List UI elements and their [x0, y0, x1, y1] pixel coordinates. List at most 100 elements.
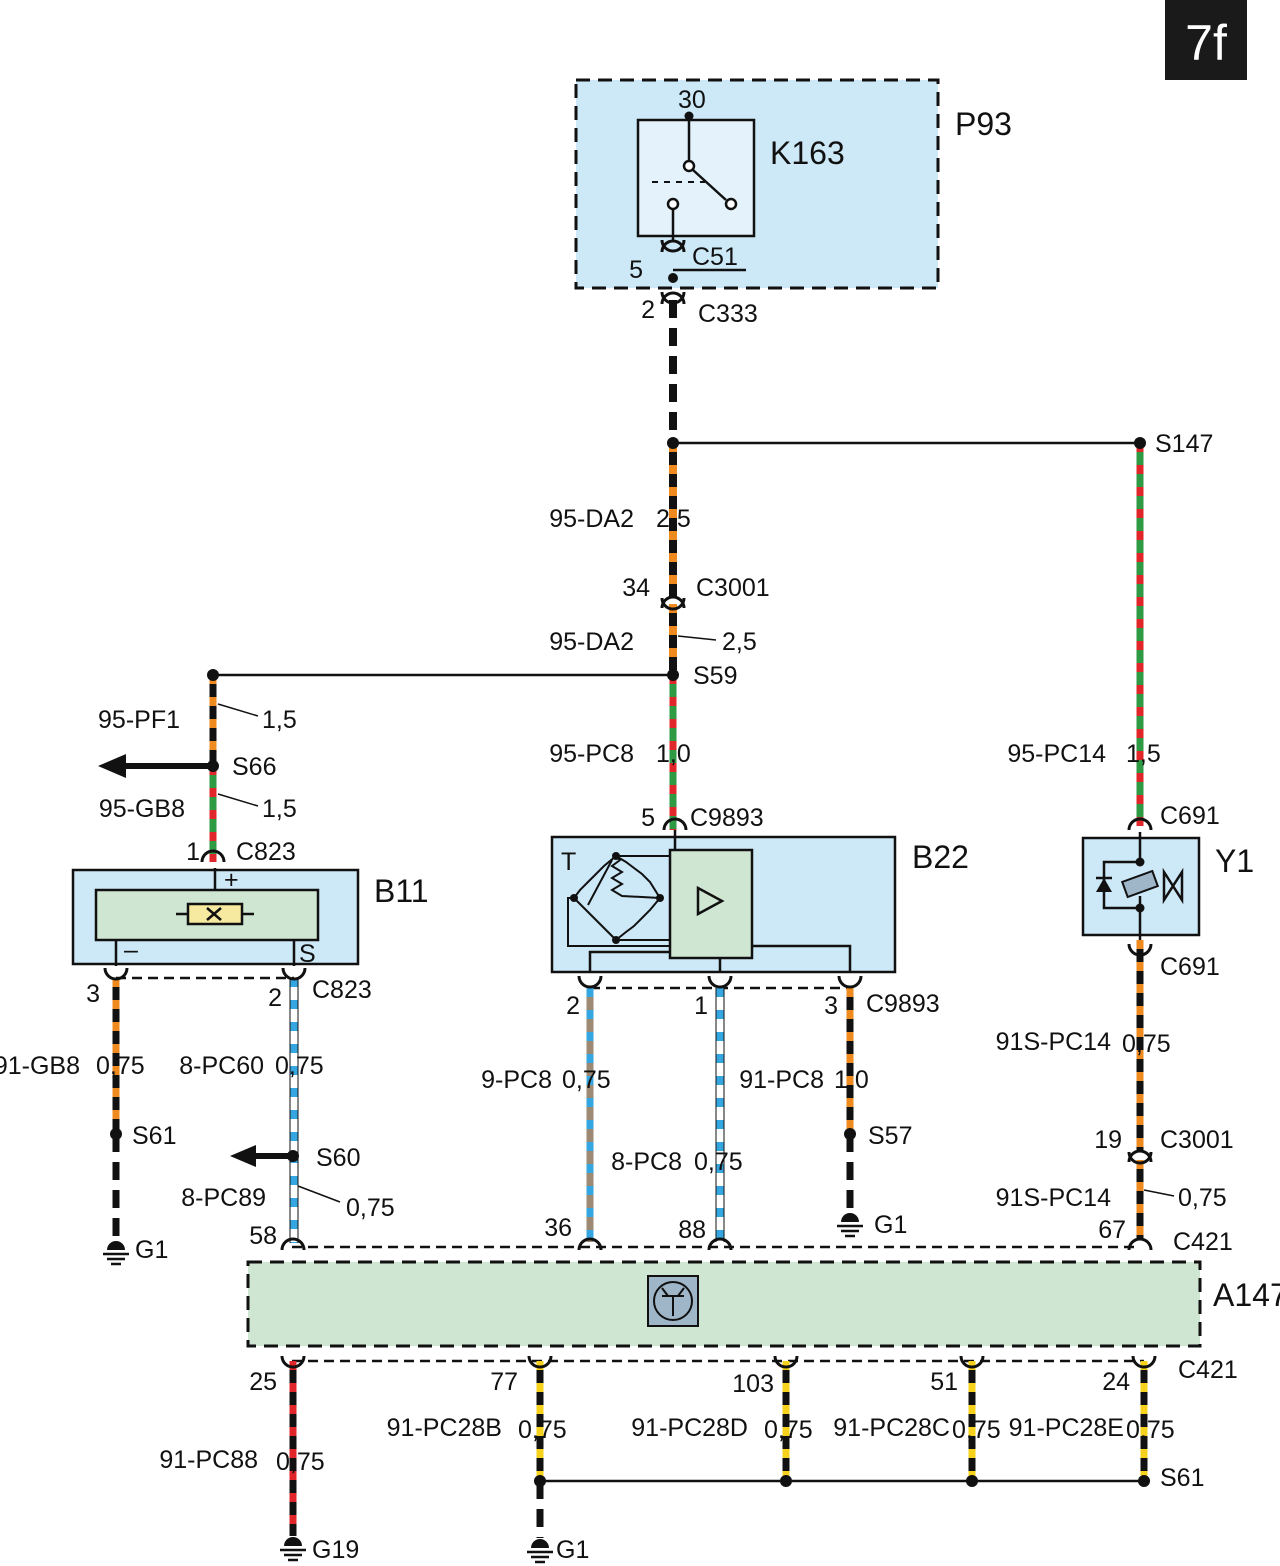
ground-icon-g1-mid: [837, 1213, 863, 1238]
w-9-pc8-size: 0,75: [562, 1066, 611, 1094]
s66-arrow-icon: [98, 754, 213, 778]
c691-bot-label: C691: [1160, 953, 1220, 981]
c421-top-connector-symbol-36: [577, 1237, 603, 1251]
c421-top-pin-88: 88: [678, 1216, 706, 1244]
w-8-pc89-size: 0,75: [346, 1194, 395, 1222]
c421-bot-pin-103: 103: [732, 1370, 774, 1398]
c823-bot-connector-symbol-right: [281, 967, 307, 981]
c823-bot-pin-right: 2: [268, 984, 282, 1012]
g1-left-label: G1: [135, 1236, 168, 1264]
splice-dot-pc28b: [534, 1475, 546, 1487]
c823-bot-label: C823: [312, 976, 372, 1004]
c9893-bot-pin-mid: 1: [694, 992, 708, 1020]
w-91-pc28b-code: 91-PC28B: [387, 1414, 502, 1442]
connector-symbols: [103, 239, 1157, 1369]
s61-bottom-label: S61: [1160, 1464, 1204, 1492]
c333-connector-symbol-lower: [660, 291, 686, 305]
c421-bot-pin-24: 24: [1102, 1368, 1130, 1396]
splice-dot-pc28d: [780, 1475, 792, 1487]
w-95-pc14-code: 95-PC14: [1007, 740, 1106, 768]
c421-bot-label: C421: [1178, 1356, 1238, 1384]
s57-label: S57: [868, 1122, 912, 1150]
c3001-right-connector-symbol-lower: [1127, 1149, 1153, 1163]
c421-bot-pin-25: 25: [249, 1368, 277, 1396]
a147-label: A147: [1213, 1277, 1280, 1313]
b11-plus-label: +: [224, 866, 239, 894]
g1-mid-label: G1: [874, 1211, 907, 1239]
c823-bot-connector-symbol-left: [103, 967, 129, 981]
b22-t-label: T: [561, 848, 576, 876]
w-95-pc14-size: 1,5: [1126, 740, 1161, 768]
c421-bot-connector-symbol-103: [773, 1355, 799, 1369]
ground-icon-g1-left: [103, 1241, 129, 1266]
w-91-pc88-size: 0,75: [276, 1448, 325, 1476]
s60-arrow-icon: [230, 1145, 293, 1167]
c421-top-connector-symbol-58: [280, 1237, 306, 1251]
b11-s-label: S: [299, 940, 316, 968]
c9893-bot-connector-symbol-mid: [707, 975, 733, 989]
c691-bot-connector-symbol: [1127, 943, 1153, 957]
c823-top-connector-symbol: [200, 849, 226, 863]
c9893-top-label: C9893: [690, 804, 764, 832]
a147-transistor-icon: [647, 1275, 699, 1327]
c421-top-pin-36: 36: [544, 1214, 572, 1242]
c421-top-connector-symbol-67: [1127, 1237, 1153, 1251]
w-95-da2-a-size: 2,5: [656, 505, 691, 533]
splice-dot-s59: [667, 669, 679, 681]
c51-connector-symbol: [660, 239, 686, 253]
c9893-bot-label: C9893: [866, 990, 940, 1018]
c421-top-label: C421: [1173, 1228, 1233, 1256]
c51-label: C51: [692, 243, 738, 271]
diode-icon: [1096, 878, 1112, 892]
c421-top-connector-symbol-88: [707, 1237, 733, 1251]
k163-relay: [636, 111, 756, 240]
c9893-top-pin-label: 5: [641, 804, 655, 832]
c421-bot-connector-symbol-24: [1131, 1355, 1157, 1369]
c3001-right-label: C3001: [1160, 1126, 1234, 1154]
k163-pin30-label: 30: [678, 86, 706, 114]
c421-top-pin-67: 67: [1098, 1216, 1126, 1244]
p93-module: [574, 78, 940, 290]
y1-valve: [1081, 832, 1201, 940]
c51-pin-label: 5: [629, 256, 643, 284]
w-95-pc8-code: 95-PC8: [549, 740, 634, 768]
b22-amplifier: [668, 848, 754, 960]
a147-module: [246, 1260, 1202, 1348]
ground-icon-g1-bottom: [527, 1539, 553, 1564]
c3001-top-label: C3001: [696, 574, 770, 602]
c333-label: C333: [698, 300, 758, 328]
c333-connector-symbol: [660, 291, 686, 305]
w-8-pc60-code: 8-PC60: [179, 1052, 264, 1080]
w-95-pf1-size: 1,5: [262, 706, 297, 734]
page-number: 7f: [1185, 15, 1227, 71]
c333-pin-label: 2: [641, 296, 655, 324]
w-95-gb8-code: 95-GB8: [99, 795, 185, 823]
w-91-pc28b-size: 0,75: [518, 1416, 567, 1444]
s61-left-label: S61: [132, 1122, 176, 1150]
c3001-top-pin-label: 34: [622, 574, 650, 602]
leader-lines: [217, 635, 1175, 1203]
c9893-top-connector-symbol: [662, 817, 688, 831]
splice-dot-k163-branch: [667, 437, 679, 449]
interconnect-lines: [213, 441, 1144, 1483]
y1-label: Y1: [1215, 843, 1254, 879]
w-95-da2-b-code: 95-DA2: [549, 628, 634, 656]
c691-top-label: C691: [1160, 802, 1220, 830]
w-95-da2-b-size: 2,5: [722, 628, 757, 656]
splice-dot-s147: [1134, 437, 1146, 449]
w-91s-pc14-b-code: 91S-PC14: [996, 1184, 1111, 1212]
w-8-pc8-code: 8-PC8: [611, 1148, 682, 1176]
w-91-pc28e-size: 0,75: [1126, 1416, 1175, 1444]
g19-label: G19: [312, 1536, 359, 1564]
page-number-badge: 7f: [1165, 0, 1247, 80]
w-95-pc8-size: 1,0: [656, 740, 691, 768]
wires: [112, 300, 1148, 1538]
w-8-pc8-size: 0,75: [694, 1148, 743, 1176]
b11-minus-label: –: [124, 936, 138, 964]
w-9-pc8-code: 9-PC8: [481, 1066, 552, 1094]
c823-top-label: C823: [236, 838, 296, 866]
splice-dot-pf1-top: [207, 669, 219, 681]
c421-bot-connector-symbol-25: [280, 1355, 306, 1369]
c421-bot-pin-77: 77: [490, 1368, 518, 1396]
